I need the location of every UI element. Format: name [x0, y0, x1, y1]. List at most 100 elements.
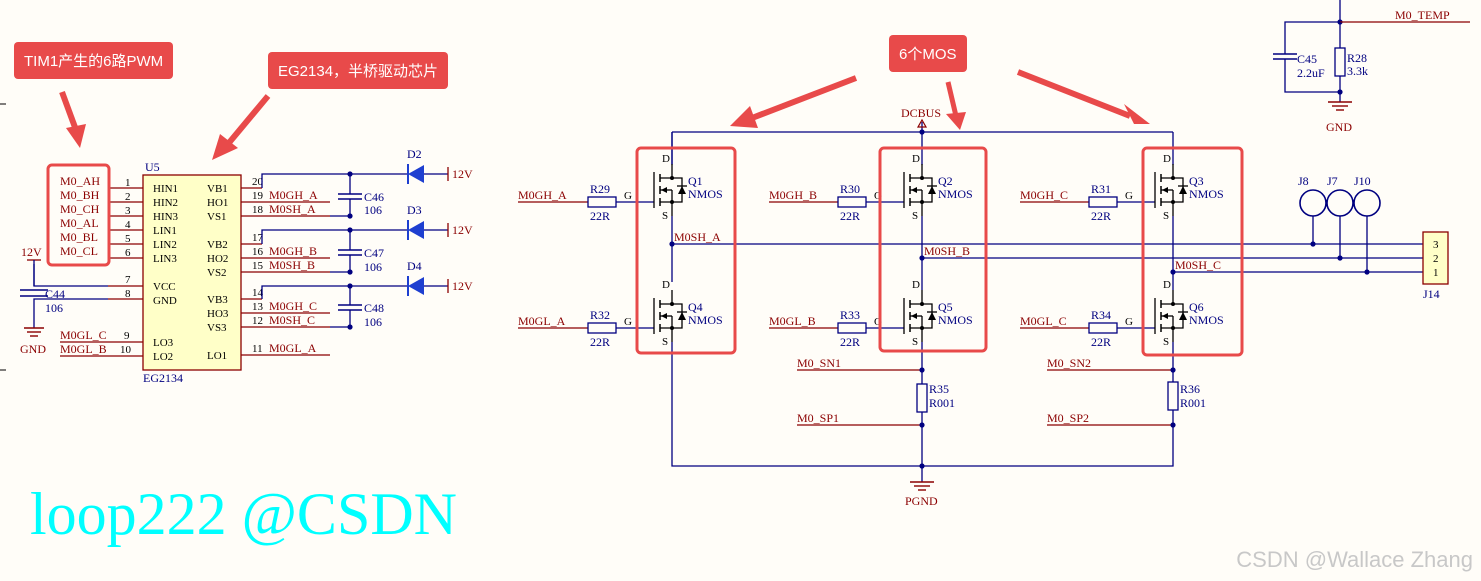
q4-gate-pin: G	[624, 316, 632, 328]
phase-b-leg: M0GH_B R30 22R G D S Q2 NMOS M0GL_B R33 …	[769, 153, 973, 466]
j14-pin-3: 3	[1433, 239, 1439, 251]
pin-name-lo1: LO1	[207, 350, 227, 362]
chip-left-pins: M0_AH M0_BH M0_CH M0_AL M0_BL M0_CL 1 2 …	[60, 174, 179, 265]
q3-drain-pin: D	[1163, 153, 1171, 165]
pin-name-vb1: VB1	[207, 183, 228, 195]
pin-num-9: 9	[124, 330, 130, 342]
c45-ref: C45	[1297, 52, 1317, 66]
watermark-left: loop222 @CSDN	[30, 481, 457, 547]
pin-name-hin3: HIN3	[153, 211, 179, 223]
c46-val: 106	[364, 203, 382, 217]
sp2-net: M0_SP2	[1047, 411, 1089, 425]
q3-source-pin: S	[1163, 210, 1169, 222]
pin-net-al: M0_AL	[60, 216, 99, 230]
pwm-highlight-box	[46, 163, 111, 267]
q2-gate-net: M0GH_B	[769, 188, 817, 202]
q6-gate-net: M0GL_C	[1020, 314, 1067, 328]
sp1-net: M0_SP1	[797, 411, 839, 425]
q1-gate-net: M0GH_A	[518, 188, 567, 202]
q6-gate-pin: G	[1125, 316, 1133, 328]
pin-name-vs2: VS2	[207, 267, 227, 279]
q5-gate-net: M0GL_B	[769, 314, 816, 328]
phase-outputs: M0SH_A M0SH_B M0SH_C J8 J7 J10 3 2 1 J14	[672, 174, 1449, 301]
mos-highlight-b	[878, 146, 988, 353]
q2-type: NMOS	[938, 187, 973, 201]
q5-drain-pin: D	[912, 279, 920, 291]
q2-drain-pin: D	[912, 153, 920, 165]
q1-drain-pin: D	[662, 153, 670, 165]
r35-val: R001	[929, 396, 955, 410]
watermark-right: CSDN @Wallace Zhang	[1236, 547, 1473, 572]
pin-name-lin1: LIN1	[153, 225, 177, 237]
q3-gate-pin: G	[1125, 190, 1133, 202]
pin-num-12: 12	[252, 315, 263, 327]
net-m0gh-b-chip: M0GH_B	[269, 244, 317, 258]
pin-num-17: 17	[252, 232, 264, 244]
net-m0gl-c-left: M0GL_C	[60, 328, 107, 342]
j10-ref: J10	[1354, 174, 1371, 188]
r33-val: 22R	[840, 335, 860, 349]
q6-ref: Q6	[1189, 300, 1204, 314]
net-m0gl-a-chip: M0GL_A	[269, 341, 317, 355]
q5-ref: Q5	[938, 300, 953, 314]
pin-num-1: 1	[125, 177, 131, 189]
j14-pin-1: 1	[1433, 267, 1439, 279]
net-m0gl-b-left: M0GL_B	[60, 342, 107, 356]
r28-ref: R28	[1347, 51, 1367, 65]
pin-num-16: 16	[252, 246, 264, 258]
pin-num-10: 10	[120, 344, 132, 356]
q1-source-pin: S	[662, 210, 668, 222]
q5-type: NMOS	[938, 313, 973, 327]
r35-ref: R35	[929, 382, 949, 396]
temp-gnd-label: GND	[1326, 120, 1352, 134]
phase-a-net: M0SH_A	[674, 230, 721, 244]
chip-lo-pins: M0GL_C M0GL_B 9 10 LO3 LO2	[60, 328, 174, 363]
r31-val: 22R	[1091, 209, 1111, 223]
pin-num-14: 14	[252, 287, 264, 299]
pin-num-19: 19	[252, 190, 264, 202]
j14-pin-2: 2	[1433, 253, 1439, 265]
phase-b-net: M0SH_B	[924, 244, 970, 258]
pin-net-bl: M0_BL	[60, 230, 98, 244]
pin-name-lin2: LIN2	[153, 239, 177, 251]
pin-name-ho3: HO3	[207, 308, 229, 320]
pin-num-5: 5	[125, 233, 131, 245]
c47-ref: C47	[364, 246, 384, 260]
q2-ref: Q2	[938, 174, 953, 188]
callout-driver: EG2134，半桥驱动芯片	[268, 52, 449, 89]
pin-name-vb2: VB2	[207, 239, 228, 251]
q3-gate-net: M0GH_C	[1020, 188, 1068, 202]
pin-name-ho1: HO1	[207, 197, 228, 209]
c48-ref: C48	[364, 301, 384, 315]
pin-net-ah: M0_AH	[60, 174, 100, 188]
r36-ref: R36	[1180, 382, 1200, 396]
d2-ref: D2	[407, 147, 422, 161]
dcbus-label: DCBUS	[901, 106, 941, 120]
q2-source-pin: S	[912, 210, 918, 222]
chip-right-pins: VB1 HO1 VS1 VB2 HO2 VS2 VB3 HO3 VS3 LO1 …	[207, 176, 330, 362]
r31-ref: R31	[1091, 182, 1111, 196]
sn1-net: M0_SN1	[797, 356, 841, 370]
r29-ref: R29	[590, 182, 610, 196]
r32-val: 22R	[590, 335, 610, 349]
pin-num-6: 6	[125, 247, 131, 259]
q1-gate-pin: G	[624, 190, 632, 202]
q6-type: NMOS	[1189, 313, 1224, 327]
eg2134-chip-body	[142, 174, 242, 371]
q4-gate-net: M0GL_A	[518, 314, 566, 328]
d4-rail: 12V	[452, 279, 473, 293]
q6-source-pin: S	[1163, 336, 1169, 348]
pin-name-vs3: VS3	[207, 322, 227, 334]
pin-name-vcc: VCC	[153, 281, 176, 293]
d3-ref: D3	[407, 203, 422, 217]
pin-name-ho2: HO2	[207, 253, 228, 265]
j14-ref: J14	[1423, 287, 1440, 301]
temp-net: M0_TEMP	[1395, 8, 1450, 22]
c47-val: 106	[364, 260, 382, 274]
q4-type: NMOS	[688, 313, 723, 327]
q1-ref: Q1	[688, 174, 703, 188]
c44-ref: C44	[45, 287, 65, 301]
q4-drain-pin: D	[662, 279, 670, 291]
q5-source-pin: S	[912, 336, 918, 348]
pin-net-ch: M0_CH	[60, 202, 100, 216]
